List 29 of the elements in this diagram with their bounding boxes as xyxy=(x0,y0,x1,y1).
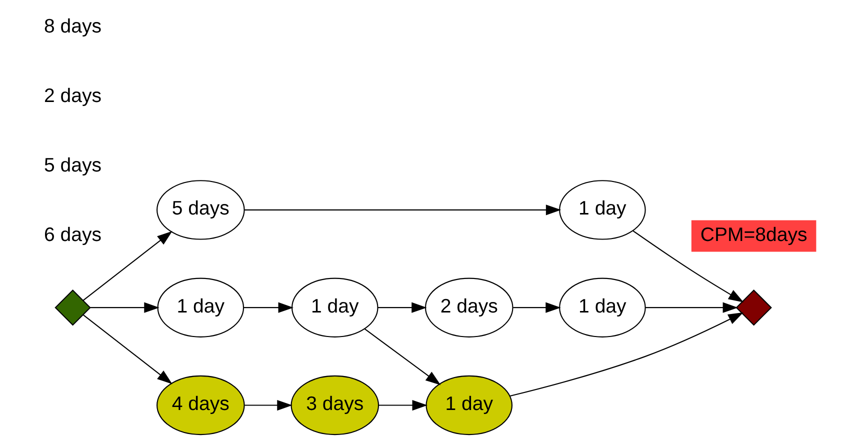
label: 8 days xyxy=(44,15,102,38)
arrow xyxy=(378,302,427,313)
node-ellipse: 2 days xyxy=(424,278,514,338)
node-ellipse: 1 day xyxy=(559,180,646,240)
arrow xyxy=(645,302,738,313)
node-diamond xyxy=(54,289,91,326)
label: 6 days xyxy=(44,224,102,246)
arrow xyxy=(244,302,294,313)
arrow xyxy=(244,400,292,411)
arrow xyxy=(378,400,428,411)
node-diamond xyxy=(736,289,772,326)
node-ellipse: 1 day xyxy=(559,278,646,338)
label: 2 days xyxy=(44,84,102,107)
arrow xyxy=(82,314,172,384)
node-ellipse: 3 days xyxy=(290,375,380,436)
arrow xyxy=(513,302,561,313)
label: 5 days xyxy=(44,154,102,176)
arrow xyxy=(82,231,172,301)
arrow xyxy=(510,312,744,397)
label: CPM=8days xyxy=(700,224,808,246)
arrow xyxy=(244,204,562,216)
arrow xyxy=(90,302,160,313)
arrow xyxy=(632,230,744,302)
node-ellipse: 1 day xyxy=(291,278,378,338)
node-ellipse: 4 days xyxy=(156,375,245,436)
node-ellipse: 1 day xyxy=(157,278,244,338)
node-ellipse: 1 day xyxy=(426,375,513,436)
node-ellipse: 5 days xyxy=(156,180,245,240)
arrow xyxy=(364,328,441,386)
